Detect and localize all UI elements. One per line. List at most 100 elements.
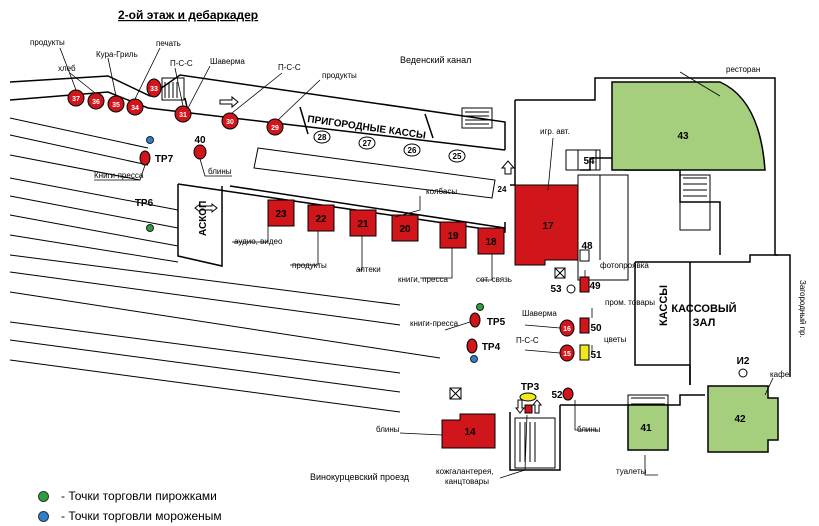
icecream-dot-icon (38, 510, 49, 522)
legend: - Точки торговли пирожками - Точки торго… (38, 486, 338, 526)
box-54 (577, 149, 601, 171)
label-hleb: хлеб (58, 64, 76, 73)
label-tualety: туалеты (616, 467, 647, 476)
num-40: 40 (194, 135, 206, 146)
game-machines-17[interactable] (514, 184, 579, 266)
label-fotoproyavka: фотопроявка (600, 261, 649, 270)
num-29: 29 (271, 125, 279, 132)
cafe-42[interactable] (707, 385, 779, 453)
icecream-dot (146, 136, 154, 144)
cash-hall-2: ЗАЛ (693, 317, 716, 329)
label-audio-video: аудио, видео (234, 237, 283, 246)
legend-pies-label: - Точки торговли пирожками (61, 489, 217, 503)
elevator-53 (554, 267, 566, 279)
legend-row-icecream: - Точки торговли мороженым (38, 506, 338, 526)
num-34: 34 (131, 105, 139, 112)
num-tp6: ТР6 (135, 198, 154, 209)
num-22: 22 (315, 214, 327, 225)
num-35: 35 (112, 102, 120, 109)
icecream-dot (470, 355, 478, 363)
kiosk-29[interactable] (266, 118, 284, 136)
num-52: 52 (551, 390, 563, 401)
num-51: 51 (590, 350, 602, 361)
shop-23[interactable] (267, 199, 295, 227)
kiosk-30[interactable] (221, 112, 239, 130)
kiosk-50[interactable] (579, 317, 590, 334)
num-36: 36 (92, 99, 100, 106)
num-tp4: ТР4 (482, 342, 501, 353)
kiosk-36[interactable] (87, 92, 105, 110)
label-psc-1: П-С-С (170, 59, 193, 68)
label-bliny-2: блины (376, 425, 400, 434)
num-26: 26 (408, 146, 417, 155)
num-50: 50 (590, 323, 602, 334)
label-produkty-1: продукты (30, 38, 65, 47)
restaurant-43[interactable] (611, 81, 766, 171)
num-48: 48 (581, 241, 593, 252)
num-37: 37 (72, 96, 80, 103)
pies-dot (476, 303, 484, 311)
num-15: 15 (563, 351, 571, 358)
corridor-walls (9, 74, 506, 267)
street-north: Веденский канал (400, 55, 471, 65)
kiosk-tp5[interactable] (469, 312, 481, 328)
street-east: Загородный пр. (798, 280, 807, 338)
num-24: 24 (498, 185, 507, 194)
num-27: 27 (363, 139, 372, 148)
askop: АСКОП (198, 201, 209, 236)
kiosk-tp3-small[interactable] (524, 404, 533, 414)
num-53: 53 (550, 284, 562, 295)
shop-20[interactable] (391, 214, 419, 242)
label-psc-3: П-С-С (516, 336, 539, 345)
label-kozhgalantereya-2: канцтовары (445, 477, 489, 486)
label-sot-svyaz: сот. связь (476, 275, 512, 284)
label-kolbasy: колбасы (426, 187, 457, 196)
num-i2: И2 (737, 356, 750, 367)
label-knigi-pressa-2: книги, пресса (398, 275, 448, 284)
num-43: 43 (677, 131, 689, 142)
kiosk-40[interactable] (193, 144, 207, 160)
shop-22[interactable] (307, 204, 335, 232)
num-17: 17 (542, 221, 554, 232)
num-54: 54 (583, 156, 595, 167)
label-shaverma-1: Шаверма (210, 57, 245, 66)
num-tp3: ТР3 (521, 382, 540, 393)
num-30: 30 (226, 119, 234, 126)
num-31: 31 (179, 112, 187, 119)
num-tp5: ТР5 (487, 317, 506, 328)
num-21: 21 (357, 219, 369, 230)
label-produkty-2: продукты (322, 71, 357, 80)
kiosk-tp3[interactable] (519, 392, 537, 402)
num-19: 19 (447, 231, 459, 242)
map-title: 2-ой этаж и дебаркадер (118, 8, 258, 22)
label-shaverma-2: Шаверма (522, 309, 557, 318)
kiosk-51[interactable] (579, 344, 590, 361)
num-41: 41 (640, 423, 652, 434)
num-tp7: ТР7 (155, 154, 174, 165)
num-16: 16 (563, 326, 571, 333)
shop-21[interactable] (349, 209, 377, 237)
kiosk-33[interactable] (146, 78, 162, 98)
label-psc-2: П-С-С (278, 63, 301, 72)
label-cvety: цветы (604, 335, 627, 344)
cash-hall-1: КАССОВЫЙ (671, 302, 736, 315)
kiosk-tp4[interactable] (466, 338, 478, 354)
kiosk-52[interactable] (562, 387, 574, 401)
label-kafe: кафе (770, 370, 790, 379)
num-33: 33 (150, 86, 158, 93)
num-42: 42 (734, 414, 746, 425)
shop-19[interactable] (439, 221, 467, 249)
label-restoran: ресторан (726, 65, 760, 74)
circle-i2 (738, 368, 748, 378)
kiosk-49[interactable] (579, 276, 590, 293)
shop-18[interactable] (477, 227, 505, 255)
toilets-41[interactable] (627, 404, 669, 451)
label-bliny-3: блины (577, 425, 601, 434)
leader-lines (59, 47, 774, 479)
kiosk-tp7[interactable] (139, 150, 151, 166)
pancakes-14[interactable] (441, 413, 496, 449)
num-25: 25 (453, 152, 462, 161)
pies-dot (146, 224, 154, 232)
num-28: 28 (318, 133, 327, 142)
label-pechat: печать (156, 39, 181, 48)
